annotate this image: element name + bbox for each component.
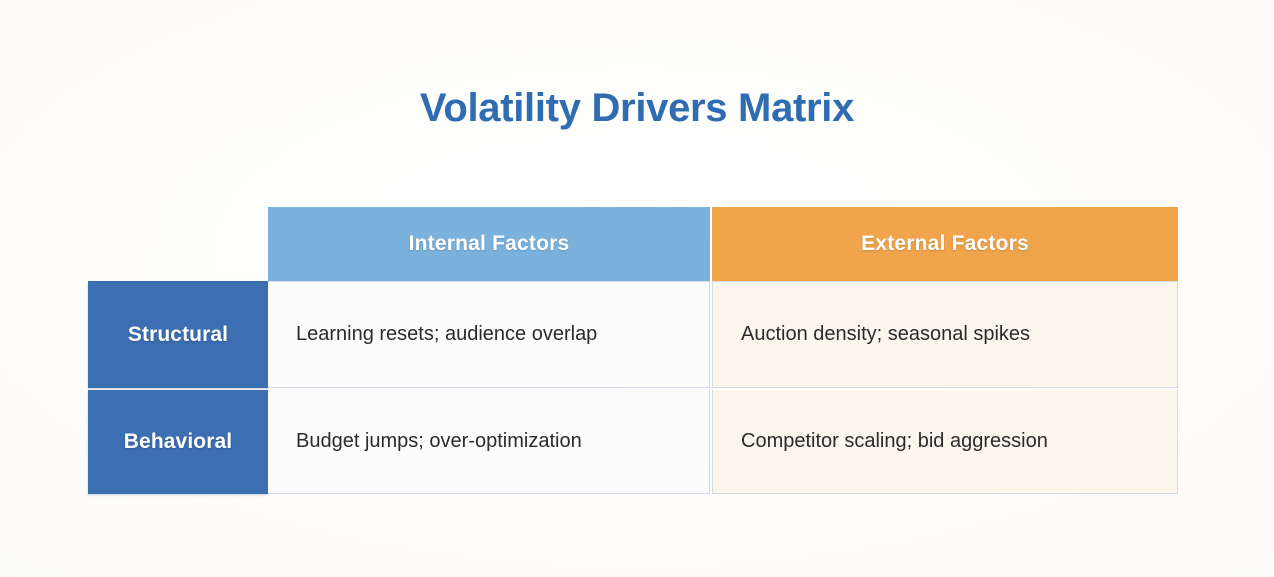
column-header-internal-factors: Internal Factors bbox=[268, 207, 710, 281]
page-title: Volatility Drivers Matrix bbox=[419, 86, 855, 130]
matrix-row-structural: Structural Learning resets; audience ove… bbox=[88, 281, 1178, 388]
row-label-structural: Structural bbox=[88, 281, 268, 388]
cell-behavioral-external: Competitor scaling; bid aggression bbox=[712, 390, 1178, 494]
cell-structural-external: Auction density; seasonal spikes bbox=[712, 281, 1178, 388]
matrix-row-behavioral: Behavioral Budget jumps; over-optimizati… bbox=[88, 390, 1178, 494]
row-label-behavioral: Behavioral bbox=[88, 390, 268, 494]
cell-behavioral-internal: Budget jumps; over-optimization bbox=[268, 390, 710, 494]
matrix-corner-cell bbox=[88, 207, 268, 281]
cell-structural-internal: Learning resets; audience overlap bbox=[268, 281, 710, 388]
volatility-drivers-matrix: Internal Factors External Factors Struct… bbox=[88, 207, 1178, 494]
matrix-header-row: Internal Factors External Factors bbox=[88, 207, 1178, 281]
column-header-external-factors: External Factors bbox=[712, 207, 1178, 281]
